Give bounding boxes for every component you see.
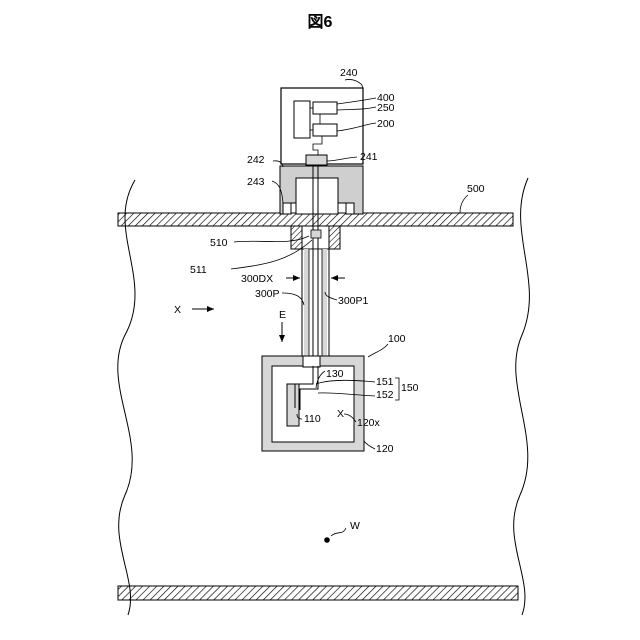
label-240: 240 xyxy=(340,67,358,79)
label-500: 500 xyxy=(467,183,485,195)
label-511: 511 xyxy=(190,264,207,276)
label-W: W xyxy=(350,520,360,532)
bracket-150 xyxy=(395,378,399,400)
label-241: 241 xyxy=(360,151,378,163)
label-E: E xyxy=(279,309,286,321)
label-510: 510 xyxy=(210,237,228,249)
fluid-point-W xyxy=(324,537,330,543)
label-300P1: 300P1 xyxy=(338,295,369,307)
label-150: 150 xyxy=(401,382,419,394)
component-200 xyxy=(313,124,337,136)
pipe-wall-bottom xyxy=(118,586,518,600)
label-110: 110 xyxy=(304,413,321,425)
pipe-wall-top xyxy=(118,213,513,226)
pipe-break-line-left xyxy=(118,180,135,615)
protective-tube-300P xyxy=(302,249,329,356)
label-300P: 300P xyxy=(255,288,280,300)
component-250 xyxy=(313,102,337,114)
label-200: 200 xyxy=(377,118,395,130)
connector-241 xyxy=(306,155,327,165)
label-X: X xyxy=(174,304,181,316)
label-X-inner: X xyxy=(337,408,344,420)
mount-base-243 xyxy=(280,166,363,214)
component-400 xyxy=(294,101,310,138)
figure-title: 図6 xyxy=(308,13,333,31)
sensor-element-110 xyxy=(287,384,299,426)
label-130: 130 xyxy=(326,368,344,380)
pipe-break-line-right xyxy=(514,178,530,615)
label-152: 152 xyxy=(376,389,394,401)
label-100: 100 xyxy=(388,333,406,345)
label-300DX: 300DX xyxy=(241,273,273,285)
label-120x: 120x xyxy=(357,417,381,429)
label-151: 151 xyxy=(376,376,394,388)
label-250: 250 xyxy=(377,102,395,114)
label-242: 242 xyxy=(247,154,265,166)
label-120: 120 xyxy=(376,443,394,455)
label-243: 243 xyxy=(247,176,265,188)
